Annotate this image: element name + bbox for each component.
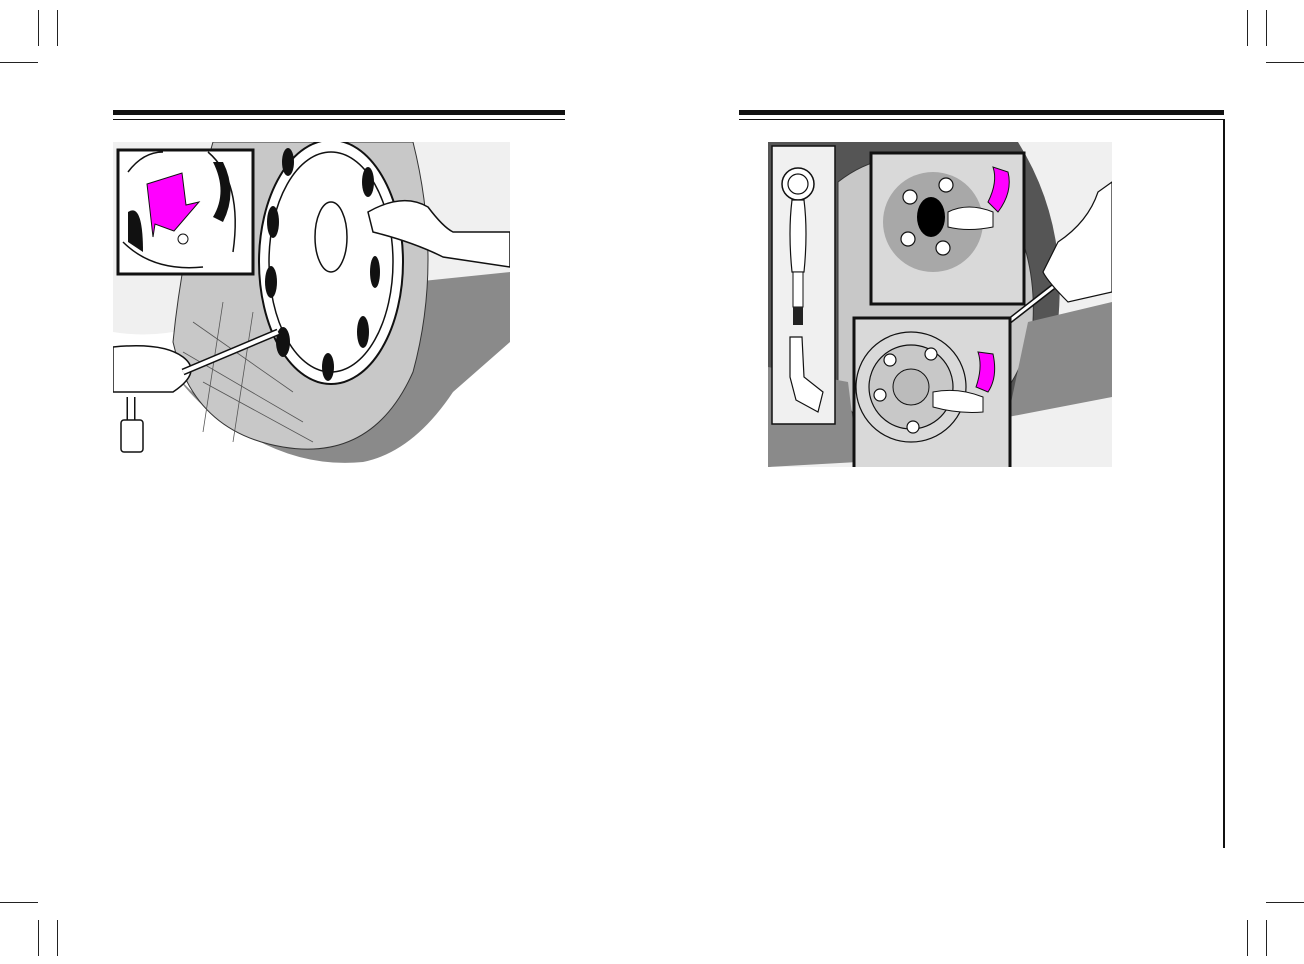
wrench-tool-illustration — [772, 146, 835, 424]
right-header-rule — [739, 110, 1224, 115]
wheel-nut-wrench-illustration — [768, 142, 1112, 467]
right-header-thin-rule — [739, 119, 1225, 120]
right-margin-rule — [1223, 119, 1225, 848]
hub-cap-removal-illustration — [113, 142, 510, 472]
left-header-rule — [113, 110, 565, 115]
left-header-thin-rule — [113, 119, 565, 120]
